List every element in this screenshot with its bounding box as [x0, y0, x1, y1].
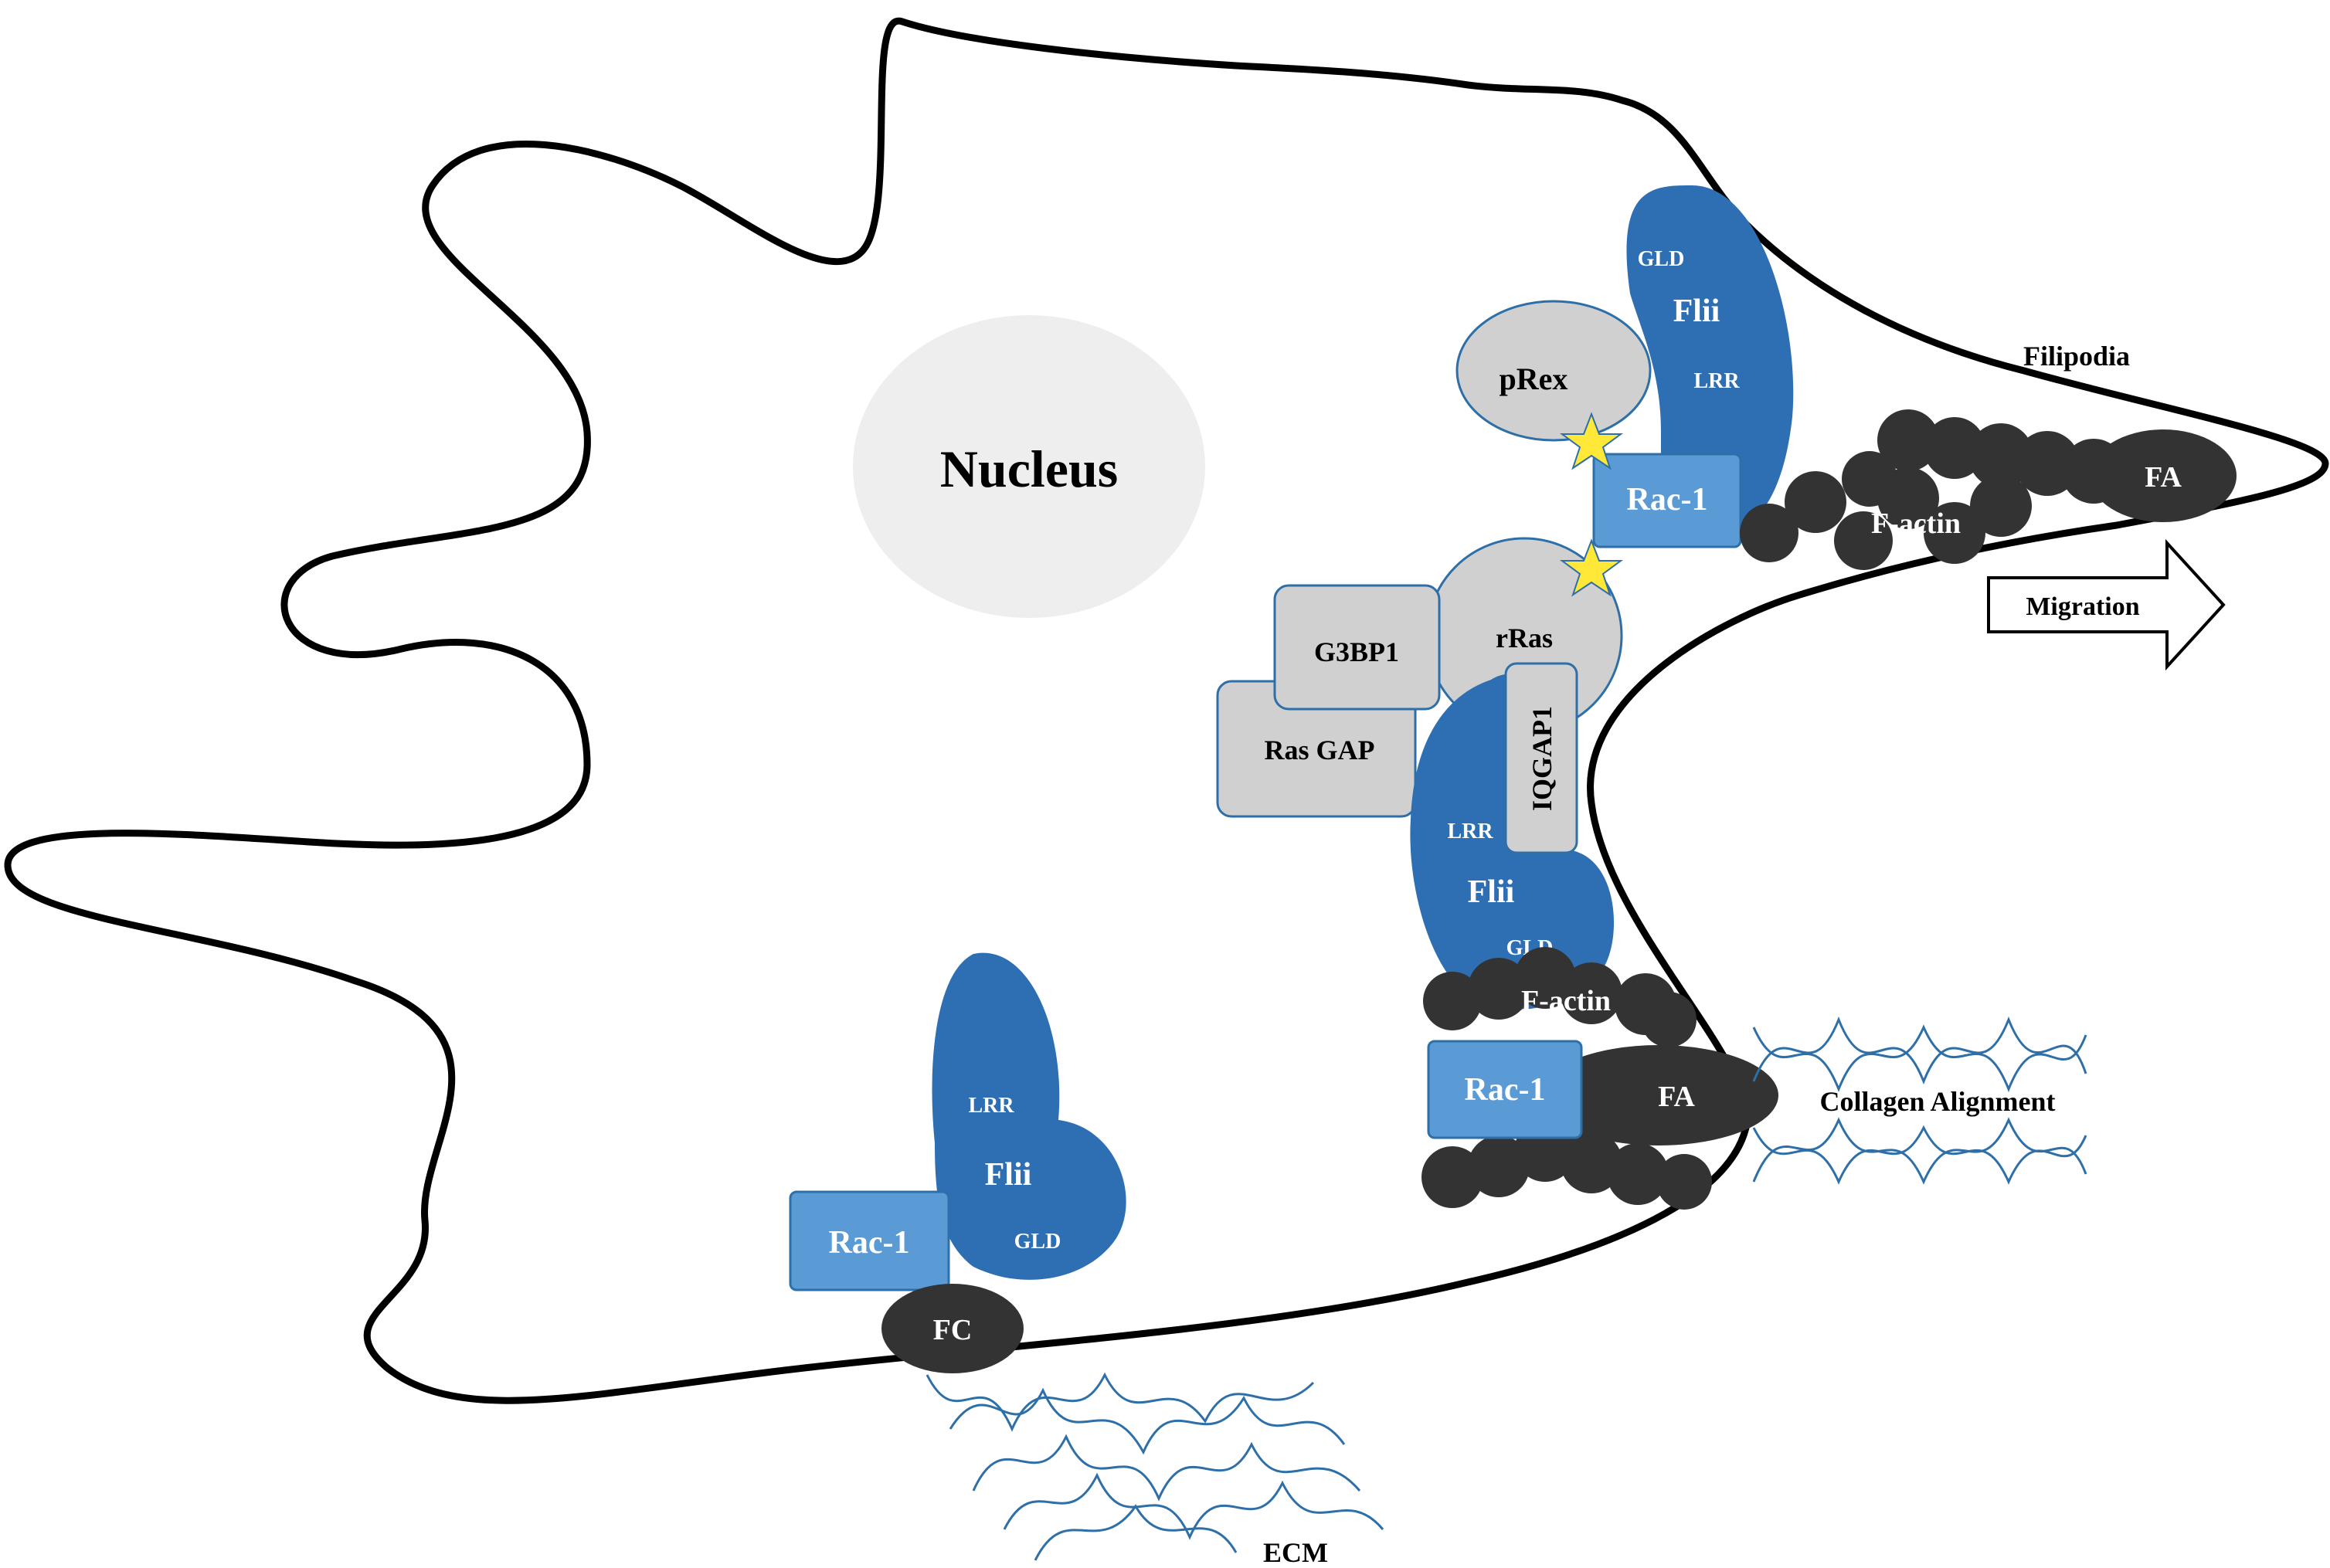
- iqgap1-protein: [1504, 662, 1578, 854]
- fa-label-top: FA: [2145, 461, 2182, 494]
- gld-label-bottom: GLD: [1014, 1230, 1061, 1254]
- cell-membrane: [4, 17, 2329, 1404]
- rac1-protein-middle: [1427, 1040, 1583, 1139]
- fc-protein: [881, 1284, 1024, 1373]
- fa-protein-top: [2090, 429, 2237, 522]
- activation-star-lower: [1559, 538, 1624, 597]
- flii-label-bottom: Flii: [985, 1157, 1032, 1193]
- migration-label: Migration: [2026, 592, 2139, 621]
- prex-protein: [1455, 300, 1652, 442]
- f-actin-label-top: F-actin: [1871, 507, 1961, 540]
- ecm-label: ECM: [1263, 1537, 1328, 1568]
- migration-arrow: [1987, 538, 2226, 671]
- collagen-fibres-aligned: [1752, 1016, 2087, 1185]
- gld-label-top: GLD: [1638, 247, 1685, 271]
- fa-label-middle: FA: [1658, 1081, 1695, 1113]
- g3bp1-label: G3BP1: [1314, 636, 1399, 667]
- collagen-alignment-label: Collagen Alignment: [1819, 1086, 2055, 1117]
- nucleus: [853, 315, 1205, 618]
- fc-label: FC: [933, 1314, 973, 1346]
- f-actin-label-middle: F-actin: [1521, 985, 1611, 1017]
- f-actin-filament-middle: [1421, 947, 1712, 1210]
- prex-label: pRex: [1500, 361, 1568, 396]
- f-actin-filament-top: [1740, 409, 2126, 570]
- filipodia-label: Filipodia: [2023, 341, 2130, 372]
- flii-protein-top: [1626, 185, 1794, 541]
- flii-label-top: Flii: [1673, 294, 1720, 329]
- lrr-label-bottom: LRR: [968, 1094, 1014, 1118]
- ras-gap-label: Ras GAP: [1265, 735, 1375, 765]
- ecm-fibres: [926, 1372, 1384, 1561]
- fa-protein-middle: [1539, 1045, 1778, 1145]
- flii-protein-bottom: [932, 952, 1126, 1280]
- activation-star-upper: [1559, 412, 1624, 470]
- iqgap1-label: IQGAP1: [1527, 706, 1557, 811]
- rac1-protein-top: [1592, 453, 1742, 548]
- rac1-protein-bottom: [789, 1190, 950, 1291]
- g3bp1-protein: [1273, 584, 1441, 711]
- rras-label: rRas: [1496, 623, 1553, 653]
- flii-label-middle: Flii: [1468, 874, 1515, 910]
- rac1-label-top: Rac-1: [1627, 482, 1708, 518]
- lrr-label-middle: LRR: [1447, 820, 1493, 843]
- rac1-label-bottom: Rac-1: [829, 1225, 910, 1261]
- nucleus-label: Nucleus: [940, 440, 1118, 498]
- lrr-label-top: LRR: [1693, 369, 1740, 393]
- rac1-label-middle: Rac-1: [1465, 1072, 1546, 1108]
